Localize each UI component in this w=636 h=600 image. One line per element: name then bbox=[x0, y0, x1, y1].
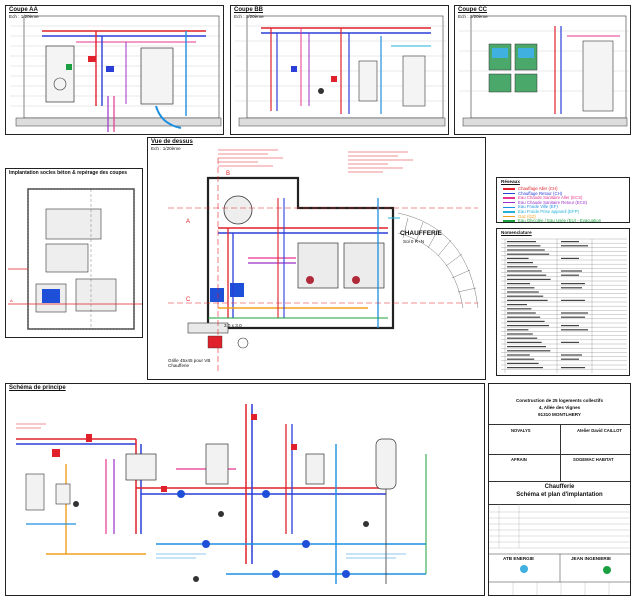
implantation-title: Implantation socles béton & repérage des… bbox=[9, 170, 128, 176]
legend-item: Eau Froide Ville (EF) bbox=[503, 204, 558, 209]
panel-coupe-bb: Coupe BB Ech : 1/20ème bbox=[230, 5, 449, 135]
tb-bet-name: AFRAIN bbox=[511, 457, 527, 462]
plan-tag-b: B bbox=[226, 171, 231, 177]
coupe-cc-drawing bbox=[459, 15, 629, 127]
plan-tag-a: A bbox=[186, 219, 191, 225]
panel-coupe-cc: Coupe CC Ech : 1/20ème bbox=[454, 5, 631, 135]
vue-dessus-scale: Ech : 1/20ème bbox=[151, 146, 181, 151]
legend-label: Eau Froide Prise appareil (EFP) bbox=[518, 209, 579, 214]
schema-principe-title: Schéma de principe bbox=[9, 385, 66, 391]
vue-dessus-drawing bbox=[168, 149, 479, 373]
tb-architect-name: Atelier David CAILLOT bbox=[577, 428, 622, 433]
tb-bet2-name: SOGEMAC HABITAT bbox=[573, 457, 614, 462]
coupe-cc-scale: Ech : 1/20ème bbox=[458, 14, 488, 19]
panel-coupe-aa: Coupe AA Ech : 1/20ème bbox=[5, 5, 224, 135]
legend-item: Eau Froide Prise appareil (EFP) bbox=[503, 209, 579, 214]
coupe-bb-title: Coupe BB bbox=[234, 7, 263, 13]
tb-project-line1: Construction de 25 logements collectifs bbox=[515, 398, 604, 403]
legend-title: Réseaux bbox=[501, 179, 520, 184]
nomenclature-title: Nomenclature bbox=[501, 230, 532, 235]
panel-legend: Réseaux Chauffage Aller (CH)Chauffage Re… bbox=[496, 177, 630, 223]
panel-schema-principe: Schéma de principe bbox=[5, 383, 485, 596]
plan-room-label: CHAUFFERIE bbox=[400, 230, 442, 237]
legend-label: Eau Chaude Sanitaire Retour (ECS) bbox=[518, 199, 588, 205]
svg-text:A: A bbox=[10, 298, 13, 303]
legend-swatch bbox=[503, 215, 515, 218]
coupe-cc-title: Coupe CC bbox=[458, 7, 487, 13]
plan-grille-label: Grille 45x45 pour VB Chaufferie bbox=[168, 358, 211, 368]
nomenclature-table bbox=[501, 238, 627, 373]
panel-nomenclature: Nomenclature bbox=[496, 228, 630, 376]
panel-vue-dessus: Vue de dessus Ech : 1/20ème bbox=[147, 137, 486, 380]
legend-item: Eau Glycolée / Eau Usée (EU) - Evacuatio… bbox=[503, 218, 602, 223]
panel-title-block: Construction de 25 logements collectifs … bbox=[488, 383, 631, 596]
implantation-drawing: A bbox=[8, 188, 142, 330]
coupe-bb-scale: Ech : 1/20ème bbox=[234, 14, 264, 19]
tb-company1: ATB ENERGIE bbox=[503, 556, 535, 561]
panel-implantation: Implantation socles béton & repérage des… bbox=[5, 168, 143, 338]
tb-project-line2: 4, Allée des Vignes bbox=[538, 405, 581, 410]
legend-label: Eau Chaude Sanitaire Aller (ECS) bbox=[518, 195, 583, 201]
schema-principe-drawing bbox=[16, 404, 427, 584]
legend-item: Eau Chaude Sanitaire Retour (ECS) bbox=[503, 200, 587, 205]
legend-swatch bbox=[503, 201, 515, 204]
legend-item: Gaz (GZ) bbox=[503, 214, 536, 219]
tb-company2: JEAN INGENIERIE bbox=[571, 556, 612, 561]
legend-item: Chauffage Aller (CH) bbox=[503, 186, 558, 191]
legend-swatch bbox=[503, 211, 515, 213]
legend-item: Chauffage Retour (CH) bbox=[503, 191, 562, 196]
tb-doc-title2: Schéma et plan d'implantation bbox=[516, 492, 603, 498]
coupe-aa-title: Coupe AA bbox=[9, 7, 38, 13]
plan-tag-c: C bbox=[186, 297, 191, 303]
coupe-aa-drawing bbox=[10, 15, 222, 132]
legend-label: Chauffage Aller (CH) bbox=[518, 186, 558, 191]
legend-label: Gaz (GZ) bbox=[518, 213, 536, 219]
legend-label: Chauffage Retour (CH) bbox=[518, 190, 563, 196]
plan-room-level: Sol 0 R+N bbox=[403, 239, 425, 244]
tb-project-line3: 91310 MONTLHERY bbox=[538, 412, 581, 417]
tb-client-name: NOVALYS bbox=[511, 428, 531, 433]
tb-doc-title1: Chaufferie bbox=[544, 484, 575, 490]
coupe-bb-drawing bbox=[235, 15, 446, 127]
vue-dessus-title: Vue de dessus bbox=[151, 139, 193, 145]
legend-swatch bbox=[503, 197, 515, 199]
legend-swatch bbox=[503, 220, 515, 222]
legend-swatch bbox=[503, 192, 515, 195]
legend-item: Eau Chaude Sanitaire Aller (ECS) bbox=[503, 195, 583, 200]
tb-revision-table bbox=[489, 504, 630, 595]
legend-label: Eau Froide Ville (EF) bbox=[518, 204, 558, 210]
legend-swatch bbox=[503, 188, 515, 190]
legend-label: Eau Glycolée / Eau Usée (EU) - Evacuatio… bbox=[518, 218, 602, 223]
plan-dim-label: 3,0 x 3,0 bbox=[224, 323, 242, 328]
legend-swatch bbox=[503, 206, 515, 208]
